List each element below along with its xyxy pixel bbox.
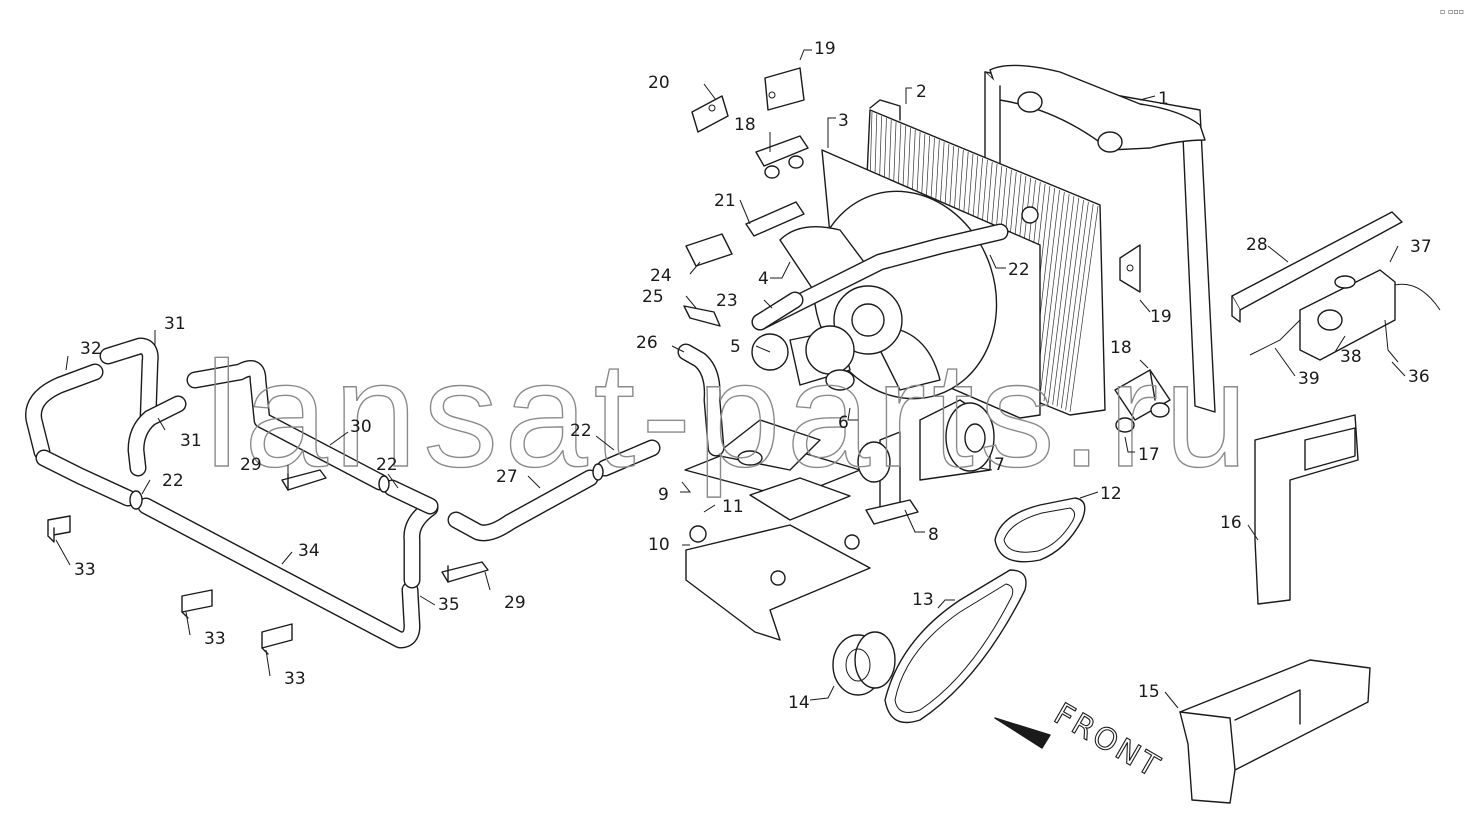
watermark-text: lansat-parts.ru — [205, 330, 1254, 498]
hose-39 — [1249, 319, 1301, 356]
bracket-16 — [1254, 414, 1359, 605]
bracket-29-b — [441, 561, 489, 583]
belt-12 — [994, 497, 1086, 563]
pipe-22-short — [383, 479, 439, 515]
pipe-31-upper — [99, 337, 159, 429]
callout-18-a: 18 — [734, 115, 756, 135]
belt-13 — [884, 569, 1027, 724]
callout-19-a: 19 — [814, 39, 836, 59]
bracket-19-b — [1119, 244, 1141, 293]
callout-9: 9 — [658, 485, 669, 505]
callout-34: 34 — [298, 541, 320, 561]
callout-38: 38 — [1340, 347, 1362, 367]
mounts-17 — [1115, 402, 1170, 433]
bracket-18-a — [755, 135, 809, 179]
callout-4: 4 — [758, 269, 769, 289]
callout-22-d: 22 — [162, 471, 184, 491]
bracket-25 — [683, 305, 721, 327]
pipe-22-right — [596, 439, 661, 477]
callout-22-c: 22 — [376, 455, 398, 475]
front-label: FRONT — [1048, 697, 1167, 786]
frame-15 — [1179, 659, 1371, 804]
plate-10 — [685, 524, 871, 641]
pipe-left-bottom — [35, 449, 137, 507]
pipe-31-lower — [127, 395, 187, 477]
front-direction-indicator: FRONT — [994, 696, 1168, 786]
callout-13: 13 — [912, 590, 934, 610]
pipe-assembly-left — [25, 337, 661, 649]
callout-1: 1 — [1158, 89, 1169, 109]
hose-23 — [751, 291, 804, 331]
hose-22-upper — [751, 223, 1009, 331]
pipe-30 — [186, 359, 389, 491]
callout-11: 11 — [722, 497, 744, 517]
callout-20: 20 — [648, 73, 670, 93]
callout-31-b: 31 — [180, 431, 202, 451]
callout-25: 25 — [642, 287, 664, 307]
callout-23: 23 — [716, 291, 738, 311]
callout-14: 14 — [788, 693, 810, 713]
bracket-33-c — [261, 623, 293, 655]
corner-mark: ▫ ▫▫▫ — [1440, 7, 1464, 16]
callout-6: 6 — [838, 413, 849, 433]
callout-7: 7 — [994, 455, 1005, 475]
hose-36 — [1384, 283, 1441, 363]
pump-7 — [919, 399, 995, 481]
callout-5: 5 — [730, 337, 741, 357]
callout-30: 30 — [350, 417, 372, 437]
callout-27: 27 — [496, 467, 518, 487]
pipe-27 — [447, 469, 599, 542]
bracket-24 — [685, 233, 733, 267]
pulley-14 — [832, 631, 896, 696]
callout-33-b: 33 — [204, 629, 226, 649]
pipe-35 — [403, 499, 439, 589]
hose-26 — [677, 343, 725, 457]
callout-29-b: 29 — [504, 593, 526, 613]
callout-32: 32 — [80, 339, 102, 359]
leader-lines — [55, 49, 1406, 709]
bracket-20 — [691, 95, 729, 133]
tank-38 — [1299, 269, 1396, 361]
callout-16: 16 — [1220, 513, 1242, 533]
callout-21: 21 — [714, 191, 736, 211]
callout-8: 8 — [928, 525, 939, 545]
bracket-33-a — [47, 515, 71, 543]
callout-15: 15 — [1138, 682, 1160, 702]
callout-19-b: 19 — [1150, 307, 1172, 327]
callout-35: 35 — [438, 595, 460, 615]
callout-numbers: 1 2 3 4 5 6 7 8 9 10 11 12 13 14 15 16 1… — [74, 39, 1432, 713]
callout-39: 39 — [1298, 369, 1320, 389]
callout-31-a: 31 — [164, 314, 186, 334]
bracket-19-a — [764, 67, 805, 111]
callout-17: 17 — [1138, 445, 1160, 465]
callout-18-b: 18 — [1110, 338, 1132, 358]
callout-22-b: 22 — [570, 421, 592, 441]
callout-37: 37 — [1410, 237, 1432, 257]
callout-28: 28 — [1246, 235, 1268, 255]
tensioner-8 — [857, 431, 919, 525]
callout-3: 3 — [838, 111, 849, 131]
callout-24: 24 — [650, 266, 672, 286]
pipe-34 — [137, 497, 421, 649]
beam-28 — [1231, 211, 1403, 323]
callout-29-a: 29 — [240, 455, 262, 475]
callout-33-a: 33 — [74, 560, 96, 580]
bracket-9 — [684, 419, 861, 521]
callout-36: 36 — [1408, 367, 1430, 387]
callout-12: 12 — [1100, 484, 1122, 504]
callout-22-a: 22 — [1008, 260, 1030, 280]
fan-drive-5 — [751, 325, 855, 391]
bracket-21 — [745, 201, 805, 237]
callout-10: 10 — [648, 535, 670, 555]
callout-2: 2 — [916, 82, 927, 102]
pipe-32 — [25, 363, 104, 461]
callout-33-c: 33 — [284, 669, 306, 689]
callout-26: 26 — [636, 333, 658, 353]
